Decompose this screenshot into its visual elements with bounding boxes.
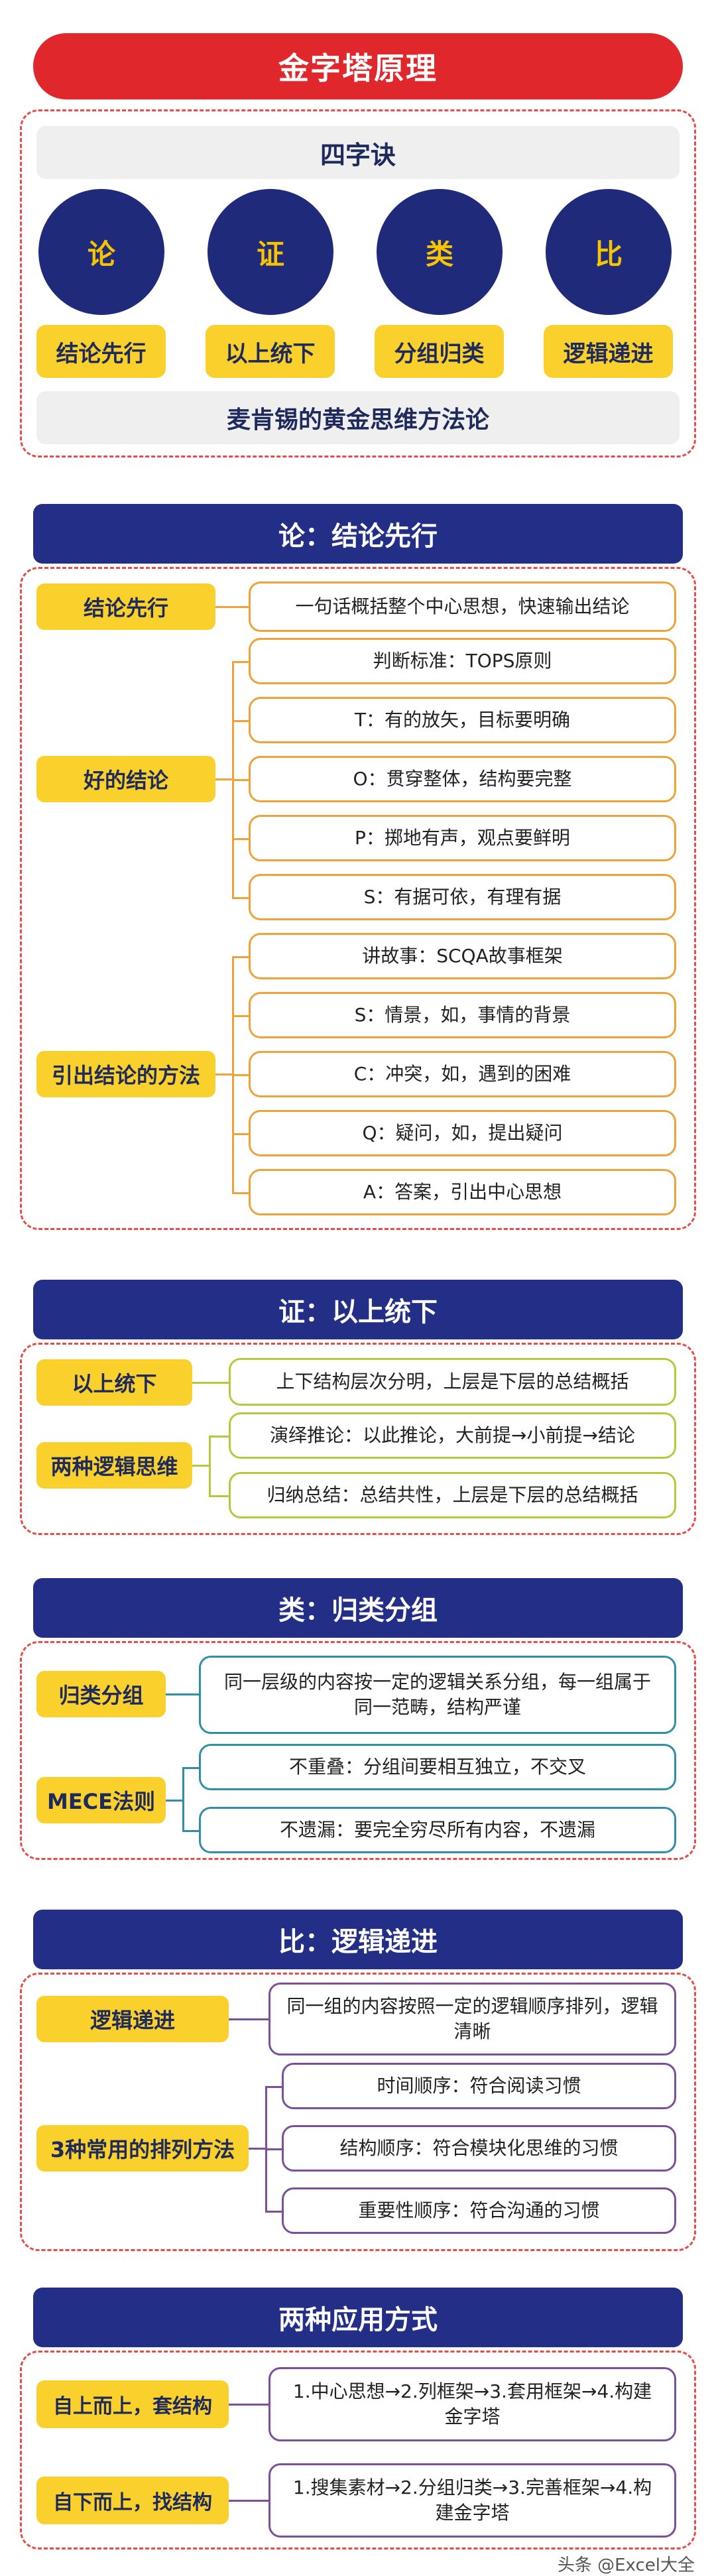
item-grouping-definition: 同一层级的内容按一定的逻辑关系分组，每一组属于同一范畴，结构严谨: [199, 1656, 676, 1734]
label-good-conclusion: 好的结论: [36, 756, 215, 802]
connector: [229, 2500, 268, 2502]
item-tops-s: S：有据可依，有理有据: [249, 874, 676, 920]
label-bottom-up-find: 自下而上，找结构: [36, 2477, 229, 2524]
section-3-title: 类：归类分组: [33, 1578, 683, 1638]
overview-subtitle: 麦肯锡的黄金思维方法论: [36, 391, 680, 444]
item-scqa-q: Q：疑问，如，提出疑问: [249, 1110, 676, 1156]
connector: [215, 778, 232, 780]
label-mece: MECE法则: [36, 1777, 166, 1823]
circle-zheng: 证: [208, 189, 333, 315]
section-2-panel: [20, 1343, 696, 1535]
item-structure-order: 结构顺序：符合模块化思维的习惯: [282, 2125, 676, 2172]
item-bottom-up-steps: 1.搜集素材→2.分组归类→3.完善框架→4.构建金字塔: [268, 2463, 676, 2538]
item-mece-no-omission: 不遗漏：要完全穷尽所有内容，不遗漏: [199, 1807, 676, 1853]
connector: [215, 606, 249, 608]
item-tops-principle: 判断标准：TOPS原则: [249, 638, 676, 684]
label-two-logic-modes: 两种逻辑思维: [36, 1442, 192, 1489]
item-tops-t: T：有的放矢，目标要明确: [249, 697, 676, 743]
item-hierarchy-summary: 上下结构层次分明，上层是下层的总结概括: [229, 1358, 676, 1406]
section-5-panel: [20, 2351, 696, 2549]
item-scqa-framework: 讲故事：SCQA故事框架: [249, 933, 676, 979]
overview-panel: [20, 109, 696, 458]
label-conclusion-first: 结论先行: [36, 583, 215, 630]
connector: [232, 1192, 249, 1194]
section-5-title: 两种应用方式: [33, 2288, 683, 2347]
item-importance-order: 重要性顺序：符合沟通的习惯: [282, 2187, 676, 2234]
connector: [182, 1767, 199, 1769]
section-3-panel: [20, 1641, 696, 1860]
item-scqa-a: A：答案，引出中心思想: [249, 1169, 676, 1215]
item-one-sentence-summary: 一句话概括整个中心思想，快速输出结论: [249, 582, 676, 632]
label-top-down: 以上统下: [36, 1359, 192, 1406]
label-top-down-apply: 自上而上，套结构: [36, 2380, 229, 2428]
connector: [232, 720, 249, 722]
connector: [265, 2148, 282, 2150]
connector: [192, 1465, 209, 1467]
item-top-down-steps: 1.中心思想→2.列框架→3.套用框架→4.构建金字塔: [268, 2367, 676, 2441]
connector: [265, 2211, 282, 2213]
item-mece-no-overlap: 不重叠：分组间要相互独立，不交叉: [199, 1744, 676, 1790]
connector: [232, 1133, 249, 1135]
section-4-panel: [20, 1973, 696, 2251]
item-induction: 归纳总结：总结共性，上层是下层的总结概括: [229, 1472, 676, 1518]
item-scqa-c: C：冲突，如，遇到的困难: [249, 1051, 676, 1097]
connector: [209, 1495, 229, 1497]
label-conclusion-methods: 引出结论的方法: [36, 1051, 215, 1097]
circle-bi: 比: [546, 189, 672, 315]
connector: [192, 1382, 229, 1384]
connector: [209, 1436, 211, 1495]
connector: [166, 1693, 199, 1695]
label-three-orderings: 3种常用的排列方法: [36, 2125, 249, 2172]
pill-top-down: 以上统下: [206, 325, 335, 378]
connector: [182, 1830, 199, 1832]
section-2-title: 证：以上统下: [33, 1280, 683, 1339]
connector: [215, 1073, 232, 1075]
item-scqa-s: S：情景，如，事情的背景: [249, 992, 676, 1038]
pill-conclusion-first: 结论先行: [36, 325, 166, 378]
item-tops-p: P：掷地有声，观点要鲜明: [249, 815, 676, 861]
section-4-title: 比：逻辑递进: [33, 1910, 683, 1969]
section-1-panel: [20, 567, 696, 1230]
overview-heading: 四字诀: [36, 126, 680, 179]
connector: [232, 779, 249, 781]
connector: [182, 1767, 184, 1830]
section-1-title: 论：结论先行: [33, 504, 683, 564]
pill-progression: 逻辑递进: [544, 325, 673, 378]
connector: [232, 1074, 249, 1076]
connector: [229, 2404, 268, 2406]
page-title: 金字塔原理: [33, 33, 683, 99]
connector: [232, 1015, 249, 1017]
connector: [209, 1436, 229, 1438]
connector: [232, 661, 249, 663]
item-progression-definition: 同一组的内容按照一定的逻辑顺序排列，逻辑清晰: [268, 1983, 676, 2055]
label-grouping: 归类分组: [36, 1671, 166, 1717]
connector: [232, 838, 249, 840]
connector: [265, 2086, 282, 2088]
connector: [232, 956, 249, 958]
connector: [232, 897, 249, 899]
circle-lun: 论: [38, 189, 164, 315]
connector: [166, 1800, 182, 1802]
pill-grouping: 分组归类: [375, 325, 504, 378]
item-deduction: 演绎推论：以此推论，大前提→小前提→结论: [229, 1412, 676, 1459]
footer-credit: 头条 @Excel大全: [557, 2555, 695, 2575]
circle-lei: 类: [377, 189, 503, 315]
item-tops-o: O：贯穿整体，结构要完整: [249, 756, 676, 802]
connector: [229, 2018, 268, 2020]
connector: [249, 2148, 265, 2150]
label-progression: 逻辑递进: [36, 1996, 229, 2042]
item-time-order: 时间顺序：符合阅读习惯: [282, 2063, 676, 2109]
